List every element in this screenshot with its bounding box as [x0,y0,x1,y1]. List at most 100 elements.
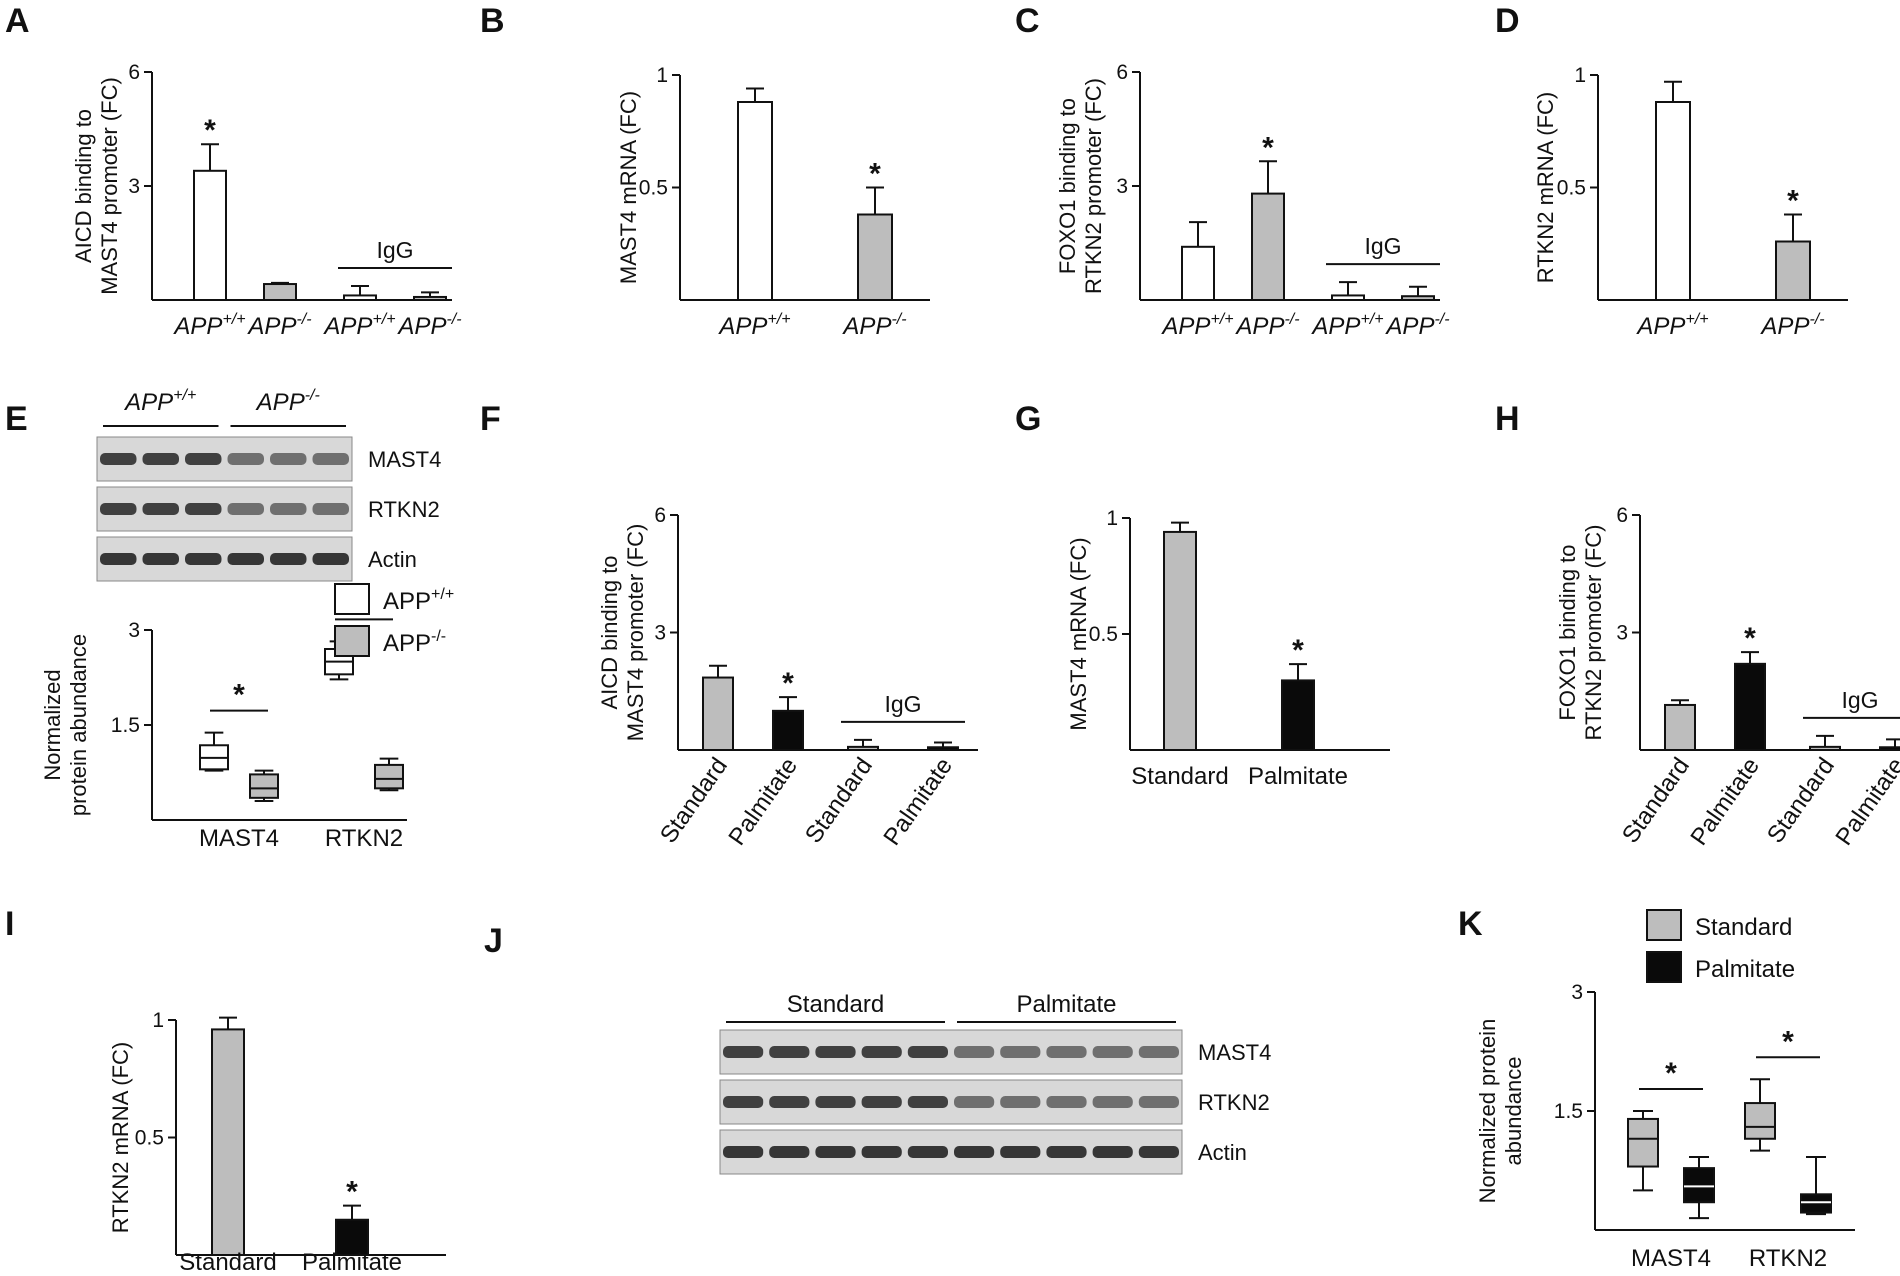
x-tick-label: Palmitate [1830,753,1900,850]
panel-label: G [1015,400,1041,438]
blot-band [227,553,264,565]
y-tick-label: 3 [1116,175,1128,198]
x-tick-label-base: APP [1234,313,1284,340]
significance-star: * [869,158,881,191]
blot-band [100,503,137,515]
significance-star: * [1744,622,1756,655]
panel-label: B [480,2,505,40]
y-axis-label: abundance [1501,1057,1526,1166]
bar [927,746,959,752]
blot-band [185,503,222,515]
y-tick-label: 6 [654,504,666,527]
x-tick-label: Palmitate [878,753,958,850]
x-tick-label-sup: -/- [891,311,906,328]
blot-group-label-base: APP [255,389,305,416]
y-axis-label: AICD binding to [71,109,96,263]
y-tick-label: 0.5 [639,177,668,200]
significance-star: * [1665,1057,1677,1090]
y-axis-label: AICD binding to [597,555,622,709]
blot-row-label: MAST4 [368,447,441,472]
bar [857,213,893,301]
y-tick-label: 3 [1616,622,1628,645]
panel-label: C [1015,2,1040,40]
x-tick-label-sup: -/- [446,311,461,328]
x-tick-label-sup: +/+ [372,311,395,328]
blot-band [861,1146,902,1158]
y-tick-label: 1 [1574,64,1586,87]
blot-band [907,1146,948,1158]
bar [343,294,377,302]
blot-group-label-sup: +/+ [173,387,196,404]
y-tick-label: 0.5 [1557,177,1586,200]
blot-row-label: Actin [368,547,417,572]
bar [1655,101,1691,301]
box [1800,1193,1832,1214]
blot-band [227,503,264,515]
group-label: IgG [1364,233,1401,259]
x-tick-label: MAST4 [199,825,279,852]
blot-band [723,1146,764,1158]
blot-band [1000,1046,1041,1058]
x-tick-label: APP-/- [1759,311,1824,340]
panel-label: D [1495,2,1520,40]
x-tick-label: APP+/+ [1310,311,1383,340]
blot-band [270,553,307,565]
panel-label: E [5,400,28,438]
blot-band [815,1146,856,1158]
x-tick-label-base: APP [322,313,372,340]
x-tick-label-sup: +/+ [1360,311,1383,328]
blot-band [723,1096,764,1108]
legend-label-base: APP [383,630,431,657]
y-axis-label: MAST4 promoter (FC) [623,524,648,742]
x-tick-label: Palmitate [302,1249,402,1276]
x-tick-label: APP+/+ [322,311,395,340]
blot-band [1092,1046,1133,1058]
blot-band [954,1096,995,1108]
blot-band [815,1096,856,1108]
blot-band [1046,1146,1087,1158]
legend-label-sup: +/+ [431,586,454,603]
bar [1331,294,1365,302]
x-tick-label: MAST4 [1631,1245,1711,1272]
box [1683,1167,1715,1204]
blot-band [185,453,222,465]
blot-band [954,1146,995,1158]
blot-group-label: APP-/- [255,387,320,416]
blot-band [1138,1096,1179,1108]
x-tick-label-base: APP [1759,313,1809,340]
legend-label-base: Palmitate [1695,956,1795,983]
x-tick-label: APP-/- [841,311,906,340]
blot-group-label-base: Palmitate [1016,991,1116,1018]
blot-group-label-base: APP [123,389,173,416]
y-axis-label: protein abundance [66,634,91,816]
y-tick-label: 3 [128,619,140,642]
y-tick-label: 3 [654,622,666,645]
blot-band [907,1096,948,1108]
y-tick-label: 6 [128,61,140,84]
box [249,773,279,799]
significance-star: * [1292,634,1304,667]
bar [1181,245,1215,302]
bar [1775,240,1811,301]
bar [193,169,227,301]
significance-star: * [233,679,245,712]
blot-band [1138,1046,1179,1058]
blot-group-label-base: Standard [787,991,884,1018]
panel-label: H [1495,400,1520,438]
blot-band [312,453,349,465]
group-label: IgG [1841,687,1878,713]
x-tick-label-sup: -/- [1284,311,1299,328]
legend-label-base: Standard [1695,914,1792,941]
x-tick-label-base: APP [841,313,891,340]
y-axis-label: Normalized [40,669,65,780]
blot-row-label: RTKN2 [1198,1090,1270,1115]
blot-group-label: Palmitate [1016,991,1116,1018]
blot-band [1000,1146,1041,1158]
blot-row-label: Actin [1198,1140,1247,1165]
bar [1664,703,1696,751]
